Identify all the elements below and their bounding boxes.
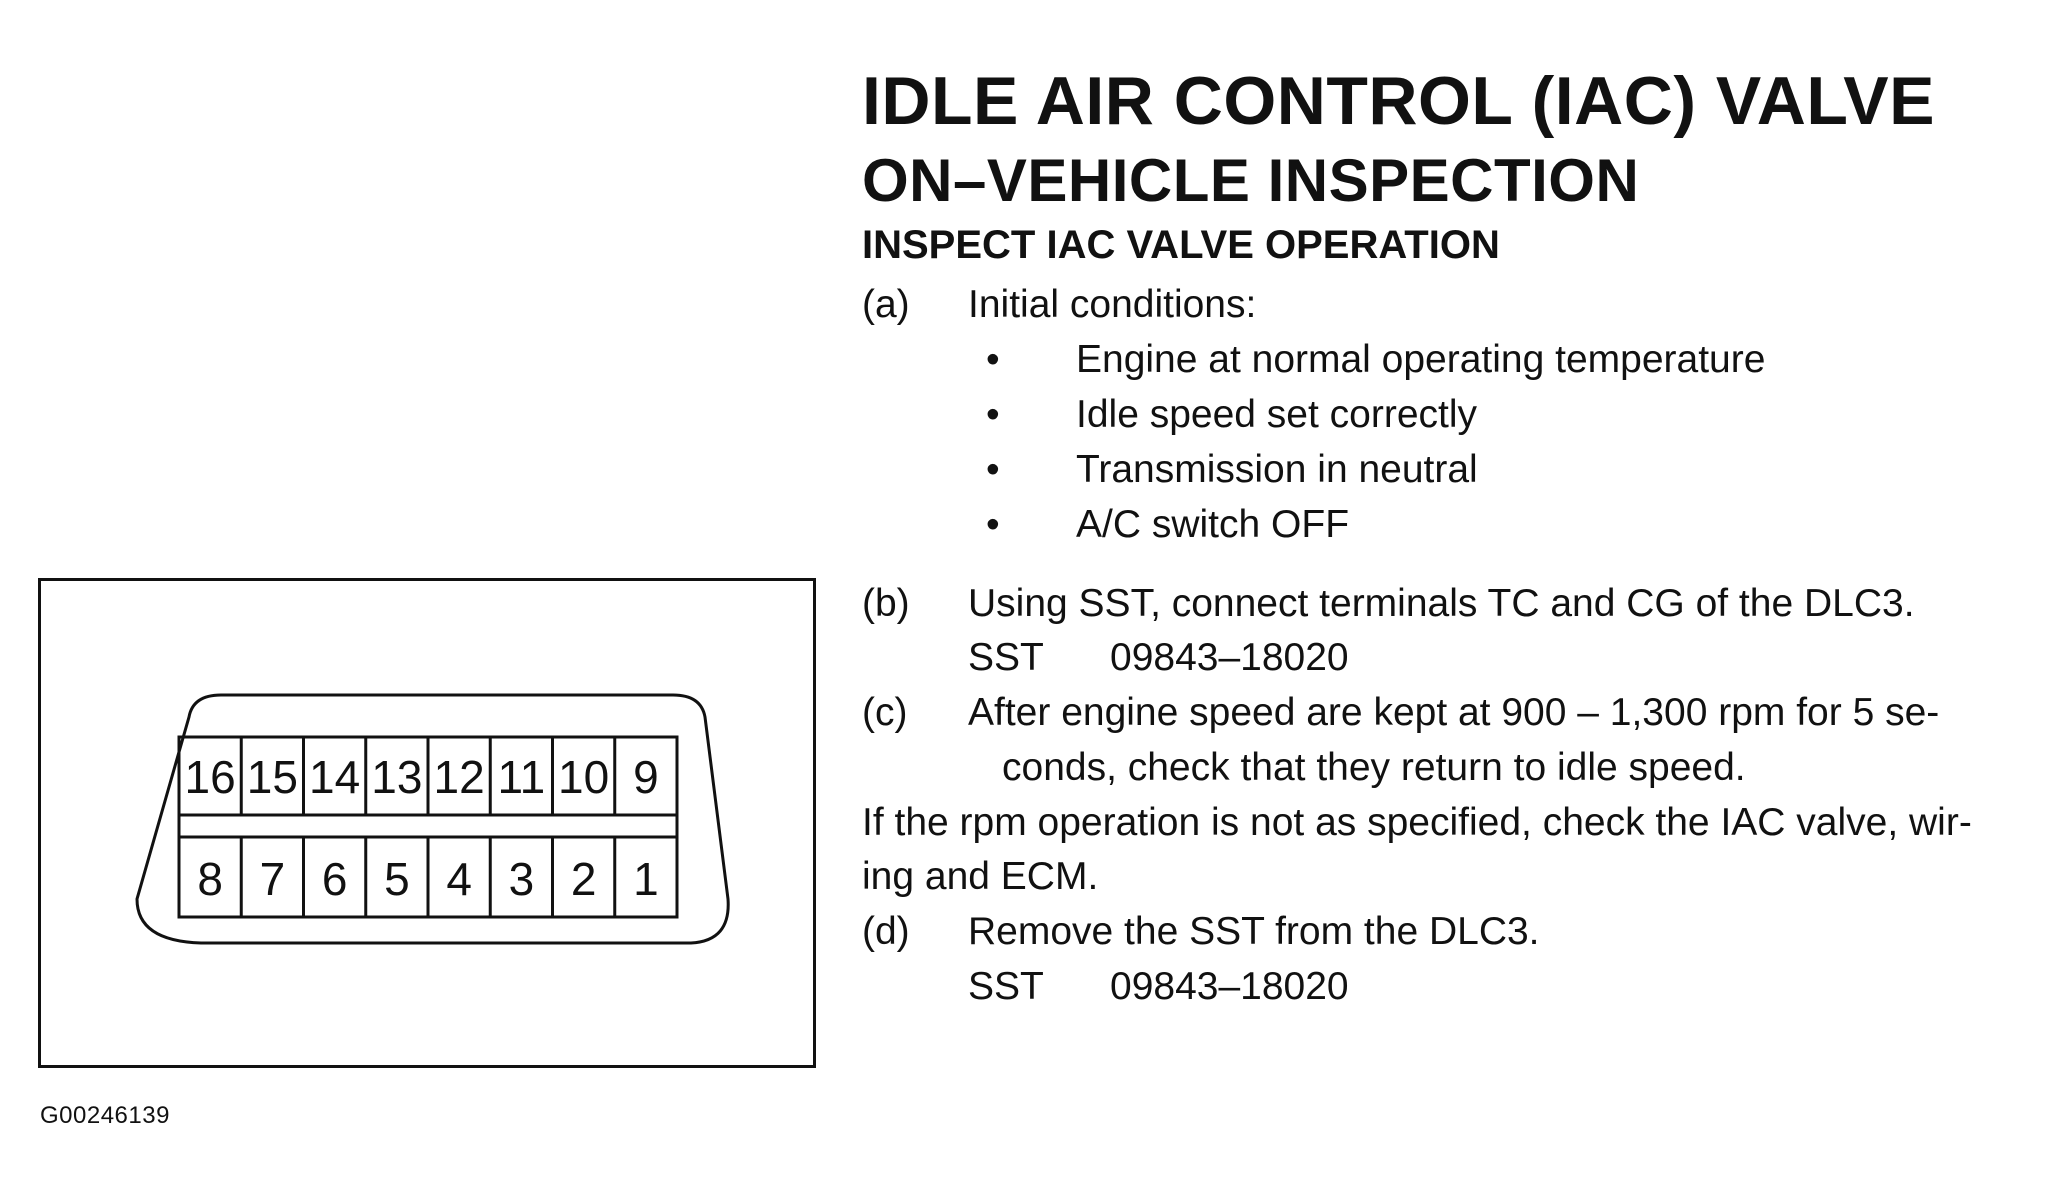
- bullet-marker: •: [986, 503, 1000, 546]
- step-c-text-line1: After engine speed are kept at 900 – 1,3…: [968, 691, 1940, 734]
- condition-idle-speed: Idle speed set correctly: [1076, 393, 1478, 436]
- step-c-text-line2: conds, check that they return to idle sp…: [1002, 746, 1746, 789]
- bottom-row-pin-6: 6: [322, 853, 348, 905]
- page-title: IDLE AIR CONTROL (IAC) VALVE: [862, 63, 1936, 139]
- bottom-row-pin-7: 7: [260, 853, 286, 905]
- bottom-row-pin-1: 1: [633, 853, 659, 905]
- top-row-pin-15: 15: [247, 751, 298, 803]
- step-c-label: (c): [862, 691, 908, 734]
- step-d-sst-number: 09843–18020: [1110, 965, 1349, 1008]
- step-a-label: (a): [862, 283, 910, 326]
- top-row-pin-12: 12: [434, 751, 485, 803]
- step-d-sst-label: SST: [968, 965, 1044, 1008]
- condition-engine-temp: Engine at normal operating temperature: [1076, 338, 1766, 381]
- step-d-text: Remove the SST from the DLC3.: [968, 910, 1540, 953]
- figure-id: G00246139: [40, 1102, 170, 1129]
- note-line2: ing and ECM.: [862, 855, 1099, 898]
- connector-outline: [135, 693, 730, 945]
- bottom-row-pin-3: 3: [509, 853, 535, 905]
- bottom-row-pin-8: 8: [197, 853, 223, 905]
- page-subtitle: ON–VEHICLE INSPECTION: [862, 147, 1640, 214]
- section-heading: INSPECT IAC VALVE OPERATION: [862, 223, 1500, 267]
- step-b-text: Using SST, connect terminals TC and CG o…: [968, 582, 1915, 625]
- bullet-marker: •: [986, 393, 1000, 436]
- bullet-marker: •: [986, 448, 1000, 491]
- bottom-row-pin-4: 4: [446, 853, 472, 905]
- pin-dividers: [239, 737, 617, 917]
- top-row-pin-10: 10: [558, 751, 609, 803]
- top-row-pin-13: 13: [371, 751, 422, 803]
- condition-ac-switch: A/C switch OFF: [1076, 503, 1350, 546]
- bullet-marker: •: [986, 338, 1000, 381]
- top-row-pin-11: 11: [497, 751, 545, 803]
- top-row-pin-16: 16: [185, 751, 236, 803]
- condition-transmission: Transmission in neutral: [1076, 448, 1478, 491]
- note-line1: If the rpm operation is not as specified…: [862, 801, 1972, 844]
- top-row-pin-14: 14: [309, 751, 360, 803]
- step-b-label: (b): [862, 582, 910, 625]
- bottom-row-pin-5: 5: [384, 853, 410, 905]
- bottom-row-pin-2: 2: [571, 853, 597, 905]
- step-b-sst-number: 09843–18020: [1110, 636, 1349, 679]
- top-row-pin-9: 9: [633, 751, 659, 803]
- step-d-label: (d): [862, 910, 910, 953]
- step-a-text: Initial conditions:: [968, 283, 1257, 326]
- step-b-sst-label: SST: [968, 636, 1044, 679]
